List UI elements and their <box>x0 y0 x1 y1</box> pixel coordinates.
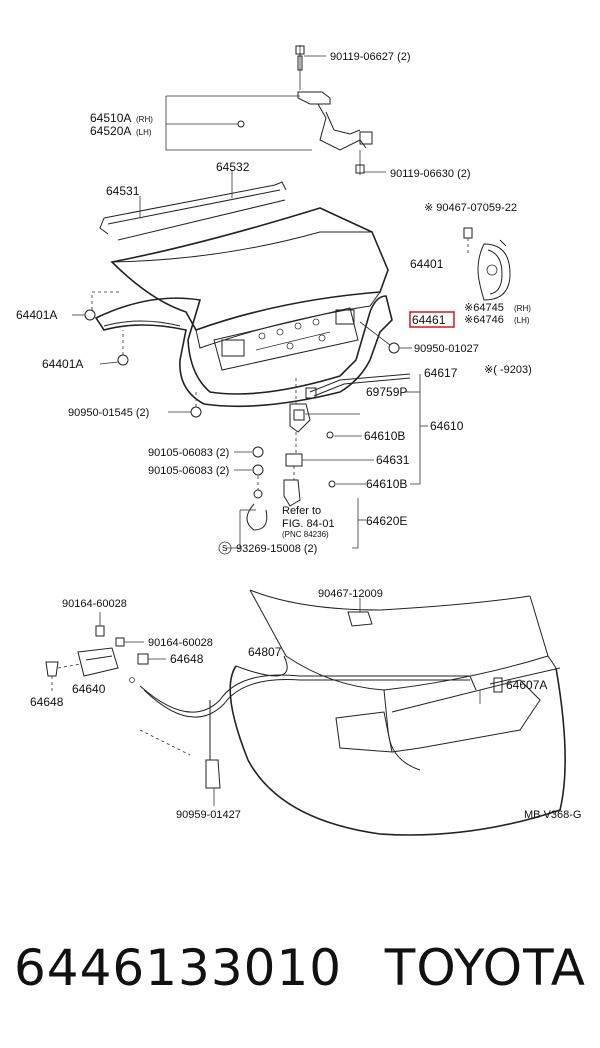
label-rh-2: (RH) <box>514 304 531 313</box>
label-rh-1: (RH) <box>136 115 153 124</box>
label-90959-01427: 90959-01427 <box>176 809 241 821</box>
parts-diagram: 90119-06627 (2) 64510A (RH) 64520A (LH) … <box>16 45 581 836</box>
label-90467-12009: 90467-12009 <box>318 588 383 600</box>
label-64401: 64401 <box>410 257 444 271</box>
highlight-box-64461 <box>409 311 455 328</box>
label-refer-to: Refer to <box>282 505 321 517</box>
label-69759p: 69759P <box>366 385 407 399</box>
label-drawing-code: MB V368-G <box>524 809 581 821</box>
hinge-assembly <box>165 45 386 175</box>
label-64401a-1: 64401A <box>16 308 57 322</box>
label-90164-60028-2: 90164-60028 <box>148 637 213 649</box>
label-fig-84-01: FIG. 84-01 <box>282 518 335 530</box>
label-64640: 64640 <box>72 682 106 696</box>
emblem <box>463 227 511 301</box>
label-90119-06630: 90119-06630 (2) <box>390 168 471 180</box>
label-90950-01545: 90950-01545 (2) <box>68 407 149 419</box>
release-lever <box>45 612 166 694</box>
label-64532: 64532 <box>216 160 250 174</box>
brand-name: TOYOTA <box>384 939 586 997</box>
label-64610b-2: 64610B <box>366 477 407 491</box>
label-s-mark: S <box>222 544 227 553</box>
label-64520a: 64520A <box>90 124 131 138</box>
latch-assembly <box>218 373 428 555</box>
label-64510a: 64510A <box>90 111 131 125</box>
label-90467-07059-22: ※ 90467-07059-22 <box>424 202 517 214</box>
label-64648-1: 64648 <box>170 652 204 666</box>
footer-caption: 6446133010 TOYOTA <box>0 930 600 1010</box>
label-64461: 64461 <box>412 313 446 327</box>
fasteners-upper <box>72 291 412 418</box>
part-number: 6446133010 <box>14 939 343 997</box>
label-90119-06627: 90119-06627 (2) <box>330 51 411 63</box>
car-body <box>139 589 566 836</box>
label-pnc-84236: (PNC 84236) <box>282 530 329 539</box>
label-64807: 64807 <box>248 645 282 659</box>
label-93269-15008: 93269-15008 (2) <box>236 543 317 555</box>
label-lh-1: (LH) <box>136 128 152 137</box>
label-note-9203: ※( -9203) <box>484 364 532 376</box>
label-64620e: 64620E <box>366 514 407 528</box>
label-64401a-2: 64401A <box>42 357 83 371</box>
label-64531: 64531 <box>106 184 140 198</box>
label-64648-2: 64648 <box>30 695 64 709</box>
callout-labels: 90119-06627 (2) 64510A (RH) 64520A (LH) … <box>16 51 581 821</box>
label-90950-01027: 90950-01027 <box>414 343 479 355</box>
label-64607a: 64607A <box>506 678 547 692</box>
label-90105-06083-2: 90105-06083 (2) <box>148 465 229 477</box>
trunk-lid <box>110 207 389 371</box>
label-90105-06083-1: 90105-06083 (2) <box>148 447 229 459</box>
label-90164-60028-1: 90164-60028 <box>62 598 127 610</box>
label-64610: 64610 <box>430 419 464 433</box>
label-lh-2: (LH) <box>514 316 530 325</box>
label-64610b-1: 64610B <box>364 429 405 443</box>
label-64631: 64631 <box>376 453 410 467</box>
label-64745: ※64745 <box>464 302 504 314</box>
label-64746: ※64746 <box>464 314 504 326</box>
torsion-bars <box>99 170 287 241</box>
label-64617: 64617 <box>424 366 458 380</box>
weatherstrip <box>94 295 393 408</box>
